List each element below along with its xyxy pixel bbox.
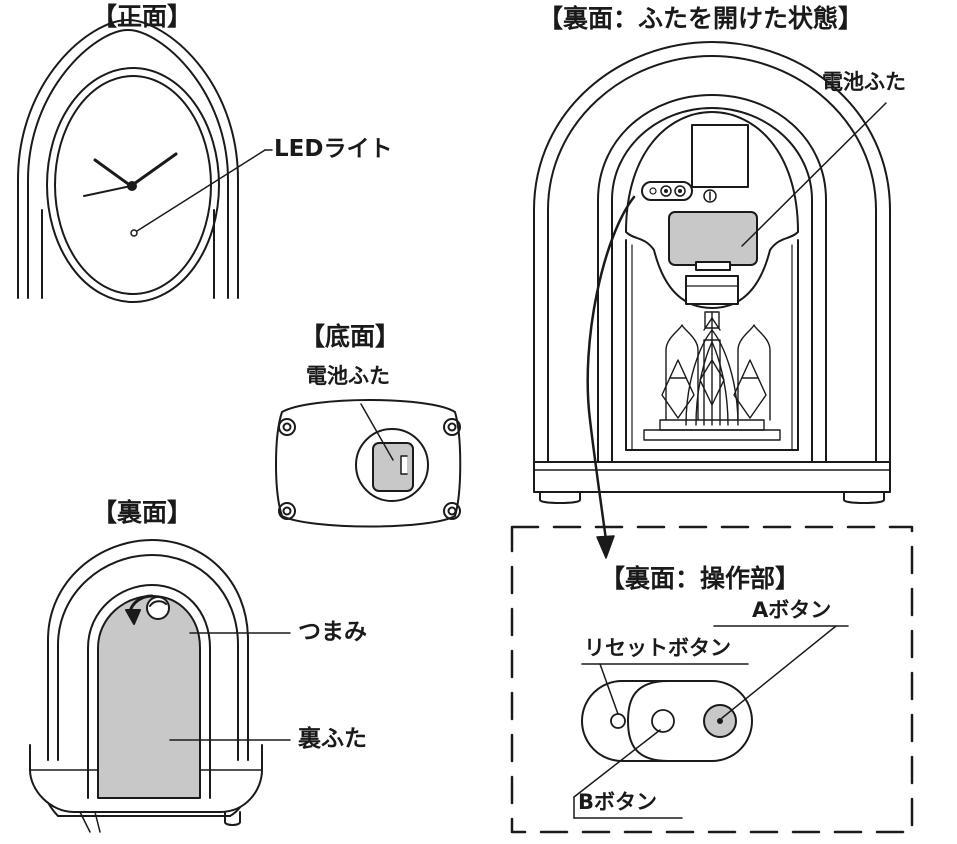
- label-battery-cover-bottom: 電池ふた: [306, 364, 390, 388]
- rotating-ornament: [643, 311, 781, 441]
- section-title-bottom: 【底面】: [300, 322, 401, 351]
- led-light-dot: [130, 229, 138, 237]
- back-open-clock: [533, 41, 891, 504]
- label-back-cover: 裏ふた: [298, 726, 367, 752]
- controls-detail: [510, 525, 914, 834]
- detail-arrow: [586, 195, 636, 542]
- label-led-light: LEDライト: [274, 136, 393, 162]
- battery-cover-bottom: [372, 442, 414, 492]
- label-battery-cover-back: 電池ふた: [822, 70, 906, 94]
- second-hand: [83, 185, 132, 197]
- section-title-back: 【裏面】: [92, 498, 193, 527]
- front-clock: [17, 19, 273, 303]
- battery-cover-back: [668, 211, 758, 266]
- bottom-plate: [275, 399, 462, 528]
- label-reset-button: リセットボタン: [584, 636, 731, 660]
- detail-box: [510, 525, 914, 834]
- section-title-back-open: 【裏面：ふたを開けた状態】: [538, 4, 864, 33]
- minute-hand: [93, 158, 133, 188]
- front-dial-outer: [46, 67, 220, 303]
- label-b-button: Bボタン: [578, 790, 658, 814]
- label-knob: つまみ: [298, 619, 367, 645]
- back-cover-panel: [97, 595, 201, 799]
- battery-leader-bottom: [360, 403, 394, 461]
- hour-hand: [129, 152, 178, 188]
- led-leader: [136, 149, 266, 232]
- b-button-circle: [651, 709, 675, 733]
- back-clock: [29, 539, 291, 833]
- battery-leader-back: [741, 102, 887, 247]
- section-title-front: 【正面】: [92, 2, 193, 31]
- label-a-button: Aボタン: [752, 598, 832, 622]
- section-title-controls: 【裏面：操作部】: [600, 564, 801, 593]
